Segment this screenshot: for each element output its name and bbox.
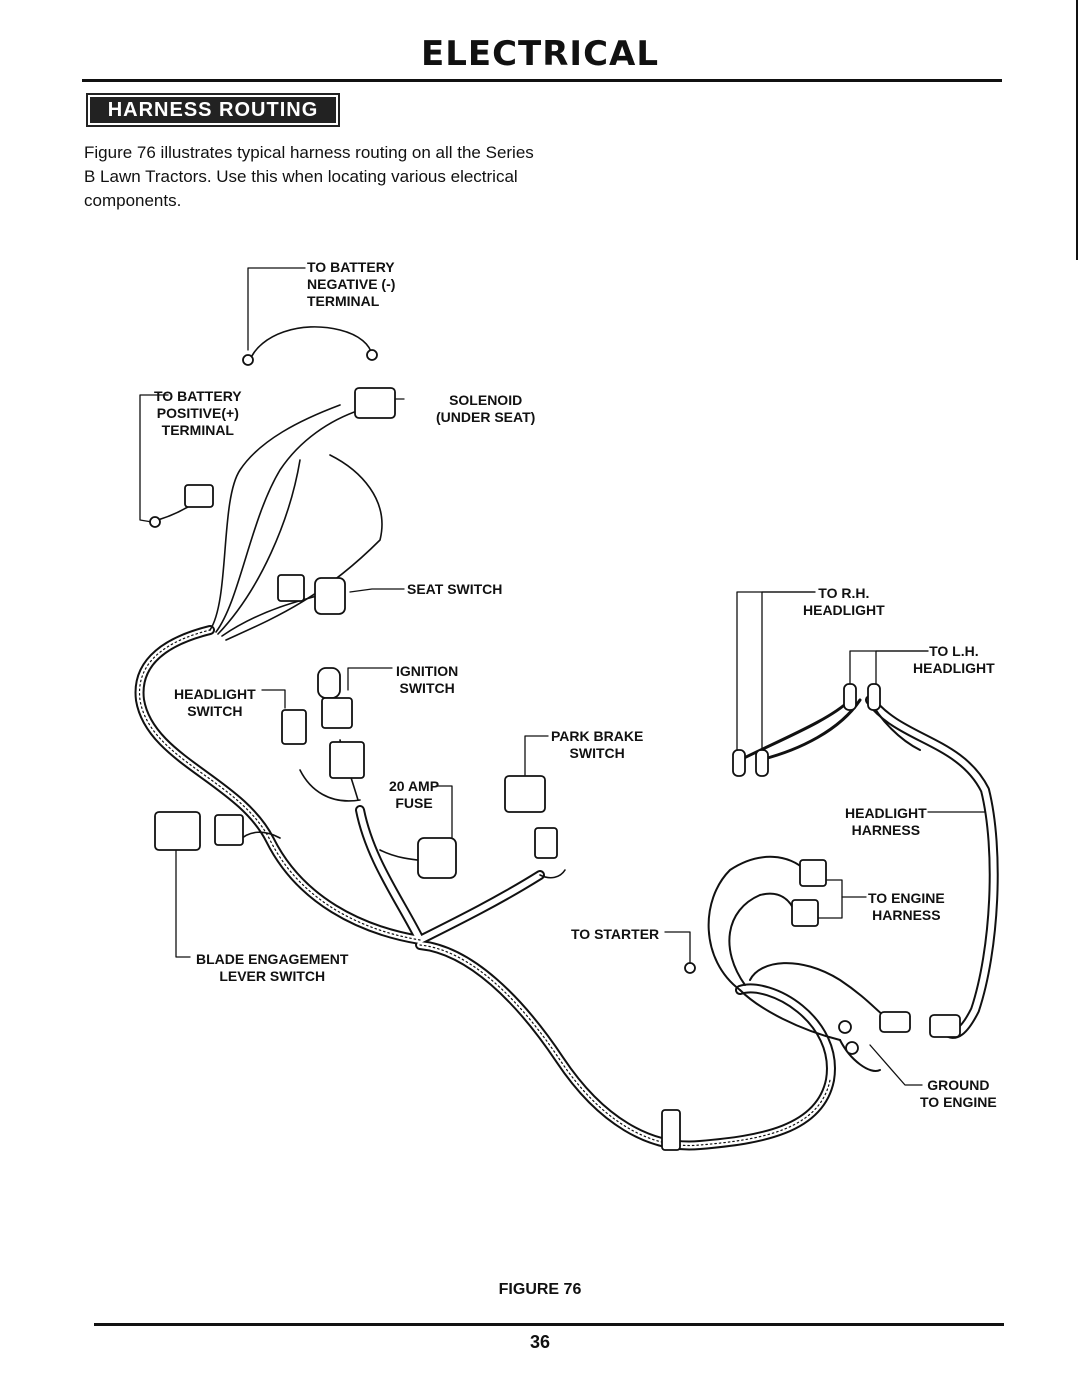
label-seat-switch: SEAT SWITCH <box>407 581 503 597</box>
label-blade-switch: BLADE ENGAGEMENT LEVER SWITCH <box>196 951 349 984</box>
label-lh-headlight: TO L.H. HEADLIGHT <box>913 643 995 676</box>
label-ground: GROUND TO ENGINE <box>920 1077 997 1110</box>
label-solenoid: SOLENOID (UNDER SEAT) <box>436 392 536 425</box>
label-engine-harness: TO ENGINE HARNESS <box>868 890 945 923</box>
label-battery-positive: TO BATTERY POSITIVE(+) TERMINAL <box>154 388 242 438</box>
battery-negative-end <box>366 349 378 361</box>
fuse-holder <box>417 837 457 879</box>
engine-connector-top <box>799 859 827 887</box>
starter-ring <box>684 962 696 974</box>
blade-switch-body <box>154 811 201 851</box>
header-rule <box>82 79 1002 82</box>
lh-headlight-plug-b <box>867 683 881 711</box>
solenoid-body <box>354 387 396 419</box>
ground-ring-a <box>838 1020 852 1034</box>
footer-rule <box>94 1323 1004 1326</box>
ignition-key <box>317 667 341 699</box>
park-brake-connector <box>534 827 558 859</box>
headlight-switch-body <box>281 709 307 745</box>
rh-headlight-plug-a <box>732 749 746 777</box>
figure-caption: FIGURE 76 <box>498 1281 582 1298</box>
battery-positive-ring <box>149 516 161 528</box>
label-rh-headlight: TO R.H. HEADLIGHT <box>803 585 885 618</box>
label-headlight-switch: HEADLIGHT SWITCH <box>174 686 256 719</box>
harness-clamp <box>661 1109 681 1151</box>
lh-headlight-plug-a <box>843 683 857 711</box>
park-brake-switch-body <box>504 775 546 813</box>
ignition-body <box>321 697 353 729</box>
ignition-plug <box>329 741 365 779</box>
upper-wires <box>149 326 383 641</box>
battery-negative-ring <box>242 354 254 366</box>
label-fuse: 20 AMP FUSE <box>389 778 440 811</box>
page-title: ELECTRICAL <box>420 34 660 74</box>
headlight-harness-wires <box>738 695 999 1039</box>
components <box>149 349 961 1151</box>
seat-switch-body <box>314 577 346 615</box>
intro-paragraph: Figure 76 illustrates typical harness ro… <box>84 143 534 210</box>
ground-connector-b <box>929 1014 961 1038</box>
seat-connector <box>277 574 305 602</box>
rh-headlight-plug-b <box>755 749 769 777</box>
label-ignition-switch: IGNITION SWITCH <box>396 663 459 696</box>
battery-connector <box>184 484 214 508</box>
ground-ring-b <box>845 1041 859 1055</box>
label-headlight-harness: HEADLIGHT HARNESS <box>845 805 927 838</box>
section-heading: HARNESS ROUTING <box>86 93 340 127</box>
engine-harness-wires <box>707 855 891 1072</box>
blade-connector <box>214 814 244 846</box>
scan-margin-line <box>1076 0 1078 260</box>
leader-lines <box>139 267 993 1086</box>
ground-connector-a <box>879 1011 911 1033</box>
page-number: 36 <box>529 1332 551 1352</box>
label-battery-negative: TO BATTERY NEGATIVE (-) TERMINAL <box>307 259 396 309</box>
engine-connector-bottom <box>791 899 819 927</box>
label-park-brake-switch: PARK BRAKE SWITCH <box>551 728 644 761</box>
label-to-starter: TO STARTER <box>571 926 660 942</box>
